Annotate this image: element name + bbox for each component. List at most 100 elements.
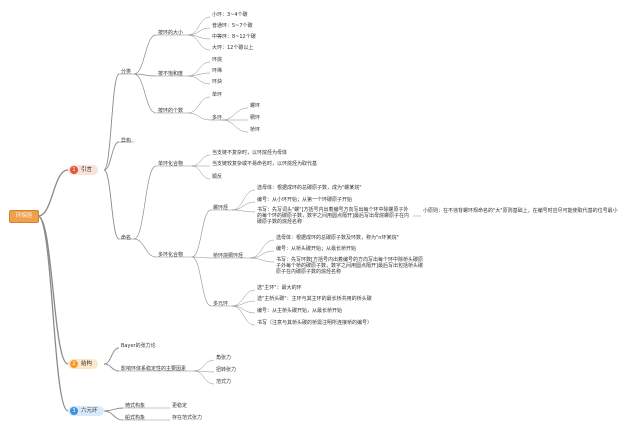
connector-line: [193, 370, 215, 385]
connector-line: [187, 72, 211, 77]
connector-line: [231, 300, 256, 307]
connector-line: [103, 347, 120, 365]
node-baeyer-strain-theory[interactable]: Bayer的张力论: [121, 343, 156, 349]
connector-line: [249, 250, 275, 259]
node-spiro-step-1[interactable]: 选母体：根据成环的总碳原子数，成为"螺某烷": [257, 185, 362, 191]
node-mono-rule-2[interactable]: 当支链较复杂或不易命名时，以环烷烃为取代基: [212, 161, 318, 167]
node-spiro-ring[interactable]: 螺环: [250, 103, 261, 109]
node-by-unsaturation[interactable]: 按不饱和度: [158, 71, 184, 77]
node-nomenclature[interactable]: 命名: [121, 235, 132, 241]
node-bridge-step-1[interactable]: 选母体：根据成环的总碳原子数及环数，称为"n环某烷": [276, 235, 399, 241]
node-cycloalkene[interactable]: 环烯: [212, 68, 223, 74]
section-label: 六元环: [81, 408, 98, 414]
connector-line: [249, 239, 275, 259]
connector-line: [133, 73, 157, 77]
node-monocyclic-compounds[interactable]: 单环化合物: [158, 161, 184, 167]
connector-line: [231, 305, 256, 326]
node-spiro-hydrocarbon[interactable]: 螺环烃: [213, 205, 229, 211]
node-boat-vdw-strain[interactable]: 存在范式张力: [172, 415, 203, 421]
node-polycyclic-ring[interactable]: 多元环: [213, 301, 229, 307]
connector-line: [133, 73, 157, 114]
node-bridged-ring[interactable]: 桥环: [250, 127, 261, 133]
connector-line: [187, 27, 211, 36]
node-poly-step-4[interactable]: 书写（注意与其桥头碳的桥需注明所连接桥的编号）: [257, 320, 373, 326]
connector-line: [231, 201, 256, 211]
connector-line: [221, 119, 249, 133]
node-spiro-step-3[interactable]: 书写：先写词头"螺"[方括号内出着编号方向写出每个环中除螺原子外的每个环的碳原子…: [257, 207, 409, 225]
connector-line: [187, 112, 211, 121]
node-poly-step-1[interactable]: 选"主环"：最大的环: [257, 285, 302, 291]
connector-line: [103, 169, 120, 240]
connector-line: [133, 34, 157, 75]
node-fused-ring[interactable]: 稠环: [250, 115, 261, 121]
connector-line: [37, 215, 69, 412]
node-stability-factors[interactable]: 影响环体系稳定性的主要因素: [121, 366, 187, 372]
node-chair-conformation[interactable]: 椅式构象: [125, 403, 146, 409]
connector-line: [103, 363, 120, 372]
node-chair-more-stable[interactable]: 更稳定: [172, 403, 188, 409]
node-spiro-step-2[interactable]: 编号：从小环开始；从第一个环碳原子开始: [257, 197, 353, 203]
node-large-ring[interactable]: 大环：12个碳以上: [212, 45, 254, 51]
connector-line: [191, 209, 212, 258]
connector-line: [191, 256, 212, 259]
section-number-badge: 2: [70, 360, 78, 368]
connector-line: [231, 305, 256, 314]
root-node[interactable]: 环烷烃: [9, 210, 39, 223]
connector-line: [193, 359, 215, 372]
connector-line: [187, 61, 211, 77]
node-mono-rule-1[interactable]: 当支链不复杂时，以环烷烃为母体: [212, 150, 288, 156]
connector-line: [193, 370, 215, 373]
node-classification[interactable]: 分类: [121, 69, 132, 75]
node-polycyclic[interactable]: 多环: [212, 115, 223, 121]
connector-line: [191, 154, 211, 167]
node-medium-ring[interactable]: 中等环：8~12个碳: [212, 34, 256, 40]
connector-line: [103, 73, 120, 171]
node-monocyclic[interactable]: 单环: [212, 92, 223, 98]
node-spiro-numbering-note[interactable]: 小原则：在不违背螺环规命名的"大"原则基础上，在编号时应尽可能使取代基的位号最小: [423, 208, 618, 214]
node-bridged-fused-hydrocarbon[interactable]: 桥环烷稠环烃: [213, 253, 244, 259]
connector-line: [133, 238, 157, 258]
connector-line: [191, 256, 212, 307]
node-small-ring[interactable]: 小环：3~4个碳: [212, 12, 248, 18]
connector-line: [187, 16, 211, 36]
node-poly-step-3[interactable]: 编号：从主桥头碳开始，从最长桥开始: [257, 308, 343, 314]
section-number-badge: 1: [70, 166, 78, 174]
connector-line: [37, 215, 69, 365]
node-boat-conformation[interactable]: 船式构象: [125, 415, 146, 421]
connector-line: [249, 257, 275, 263]
node-angle-strain[interactable]: 角张力: [216, 355, 232, 361]
connector-line: [231, 189, 256, 211]
connector-line: [191, 165, 211, 180]
connector-line: [103, 410, 124, 421]
node-mono-rule-3[interactable]: 顺反: [212, 174, 223, 180]
node-cycloalkyne[interactable]: 环炔: [212, 79, 223, 85]
section-label: 引言: [81, 167, 93, 173]
connector-line: [187, 75, 211, 85]
connector-line: [187, 34, 211, 51]
node-by-ring-count[interactable]: 按环的个数: [158, 108, 184, 114]
node-by-ring-size[interactable]: 按环的大小: [158, 30, 184, 36]
connector-line: [103, 141, 120, 171]
connector-line: [221, 107, 249, 121]
node-isomerism[interactable]: 异构: [121, 138, 132, 144]
connector-line: [133, 165, 157, 240]
section-label: 结构: [81, 361, 93, 367]
node-bridge-step-2[interactable]: 编号：从桥头碳开始；从最长桥开始: [276, 246, 357, 252]
connector-line: [231, 289, 256, 307]
node-bridge-step-3[interactable]: 书写：先写环数[方括号内出着编号的方向写出每个环中除桥头碳原子外每个桥的碳原子数…: [276, 257, 423, 275]
connector-line: [231, 209, 256, 213]
connector-line: [187, 96, 211, 114]
node-polycyclic-compounds[interactable]: 多环化合物: [158, 252, 184, 258]
node-van-der-waals-strain[interactable]: 范式力: [216, 379, 232, 385]
connector-line: [103, 407, 124, 412]
node-cycloalkane[interactable]: 环烷: [212, 57, 223, 63]
node-torsional-strain[interactable]: 扭转张力: [216, 367, 237, 373]
node-poly-step-2[interactable]: 选"主桥头碳"：主环与其主环的最长桥共用的桥头碳: [257, 296, 372, 302]
node-common-ring[interactable]: 普通环：5~7个碳: [212, 23, 253, 29]
connector-line: [37, 169, 69, 217]
